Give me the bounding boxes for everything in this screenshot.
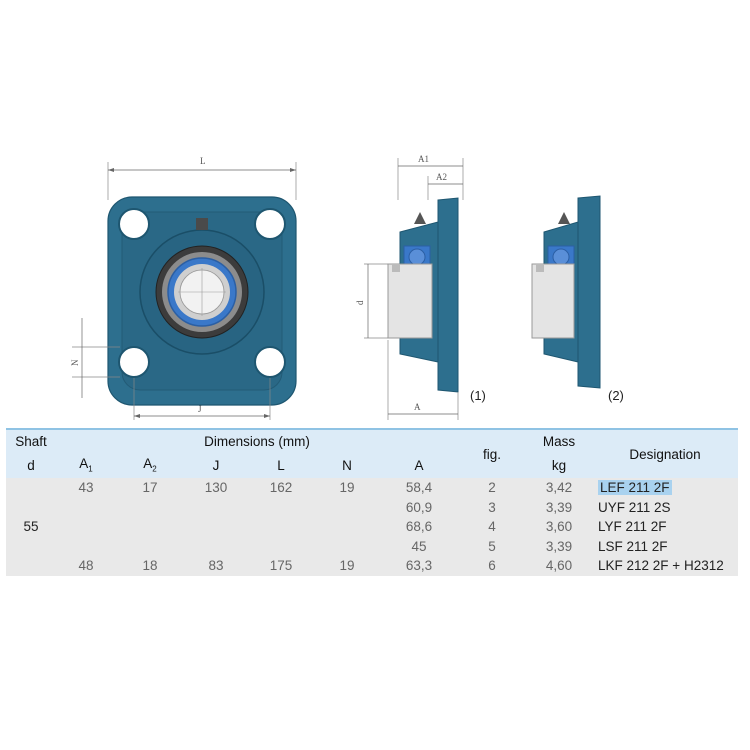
cell-designation: LSF 211 2F: [598, 538, 668, 554]
cell-j: 83: [208, 558, 224, 574]
cell-l: 162: [269, 480, 293, 496]
cell-l: 175: [269, 558, 293, 574]
header-fig: fig.: [483, 446, 502, 462]
cell-n: [314, 537, 380, 557]
dim-A-label: A: [414, 402, 421, 412]
cell-a1: [56, 517, 116, 537]
header-n: N: [342, 457, 352, 473]
dim-A2-label: A2: [436, 172, 447, 182]
fig-label-2: (2): [608, 388, 624, 403]
cell-a: 68,6: [405, 519, 433, 535]
cell-j: [184, 537, 248, 557]
cell-a2: [116, 517, 184, 537]
header-l: L: [277, 457, 285, 473]
table-row: 60,9 3 3,39 UYF 211 2S: [6, 497, 739, 518]
cell-designation: LYF 211 2F: [598, 519, 667, 535]
cell-designation: UYF 211 2S: [598, 499, 671, 515]
table-row: 55 43 17 130 162 19 58,4 2 3,42 LEF 211 …: [6, 478, 739, 534]
header-a1: A1: [79, 456, 93, 474]
front-view: L J N: [70, 156, 297, 420]
cell-j: [184, 498, 248, 518]
dim-J-label: J: [198, 404, 202, 414]
header-mass: Mass: [542, 433, 576, 449]
dim-d-label: d: [355, 300, 365, 305]
cell-a: 63,3: [405, 558, 433, 574]
cell-a1: 43: [78, 480, 94, 496]
cell-designation: LKF 212 2F + H2312: [598, 558, 724, 574]
header-row-1: Shaft Dimensions (mm) fig. Mass Designat…: [6, 429, 739, 462]
table-row: 48 18 83 175 19 63,3 6 4,60 LKF 212 2F +…: [6, 556, 739, 576]
cell-a: 58,4: [405, 480, 433, 496]
dimensions-table: Shaft Dimensions (mm) fig. Mass Designat…: [6, 428, 739, 576]
side-view-2: (2): [531, 195, 624, 403]
header-designation: Designation: [629, 446, 701, 462]
cell-mass: 3,39: [545, 499, 573, 515]
cell-designation: LEF 211 2F: [592, 478, 738, 498]
cell-a1: [56, 498, 116, 518]
header-a: A: [414, 457, 424, 473]
cell-a1: [56, 537, 116, 557]
cell-a: 45: [411, 538, 427, 554]
cell-a1: 48: [78, 558, 94, 574]
header-j: J: [212, 457, 220, 473]
cell-a: 60,9: [405, 499, 433, 515]
cell-mass: 3,39: [545, 538, 573, 554]
cell-n: [314, 517, 380, 537]
cell-n: 19: [339, 480, 355, 496]
cell-a2: [116, 498, 184, 518]
cell-a2: 17: [142, 480, 158, 496]
cell-fig: 4: [488, 519, 496, 535]
technical-drawing: L J N A1: [70, 154, 624, 420]
cell-l: [248, 517, 314, 537]
header-mass-unit: kg: [551, 457, 567, 473]
cell-fig: 2: [488, 480, 496, 496]
table-row: 45 5 3,39 LSF 211 2F: [6, 536, 739, 557]
header-a2: A2: [143, 456, 157, 474]
header-shaft: Shaft: [15, 433, 47, 449]
table-row: 68,6 4 3,60 LYF 211 2F: [6, 517, 739, 537]
cell-mass: 4,60: [545, 558, 573, 574]
side-view-1: A1 A2 d A (1): [355, 154, 486, 420]
cell-fig: 5: [488, 538, 496, 554]
header-shaft-d: d: [27, 457, 35, 473]
cell-mass: 3,42: [545, 480, 573, 496]
dim-N-label: N: [70, 359, 80, 366]
header-dimensions: Dimensions (mm): [204, 433, 310, 449]
cell-j: 130: [204, 480, 228, 496]
dim-L-label: L: [200, 156, 206, 166]
cell-j: [184, 517, 248, 537]
cell-n: 19: [339, 558, 355, 574]
shaft-value: 55: [23, 519, 39, 535]
dim-A1-label: A1: [418, 154, 429, 164]
cell-l: [248, 537, 314, 557]
cell-a2: 18: [142, 558, 158, 574]
designation-highlight: LEF 211 2F: [598, 480, 672, 496]
cell-fig: 6: [488, 558, 496, 574]
cell-n: [314, 498, 380, 518]
cell-a2: [116, 537, 184, 557]
fig-label-1: (1): [470, 388, 486, 403]
cell-fig: 3: [488, 499, 496, 515]
cell-mass: 3,60: [545, 519, 573, 535]
cell-l: [248, 498, 314, 518]
